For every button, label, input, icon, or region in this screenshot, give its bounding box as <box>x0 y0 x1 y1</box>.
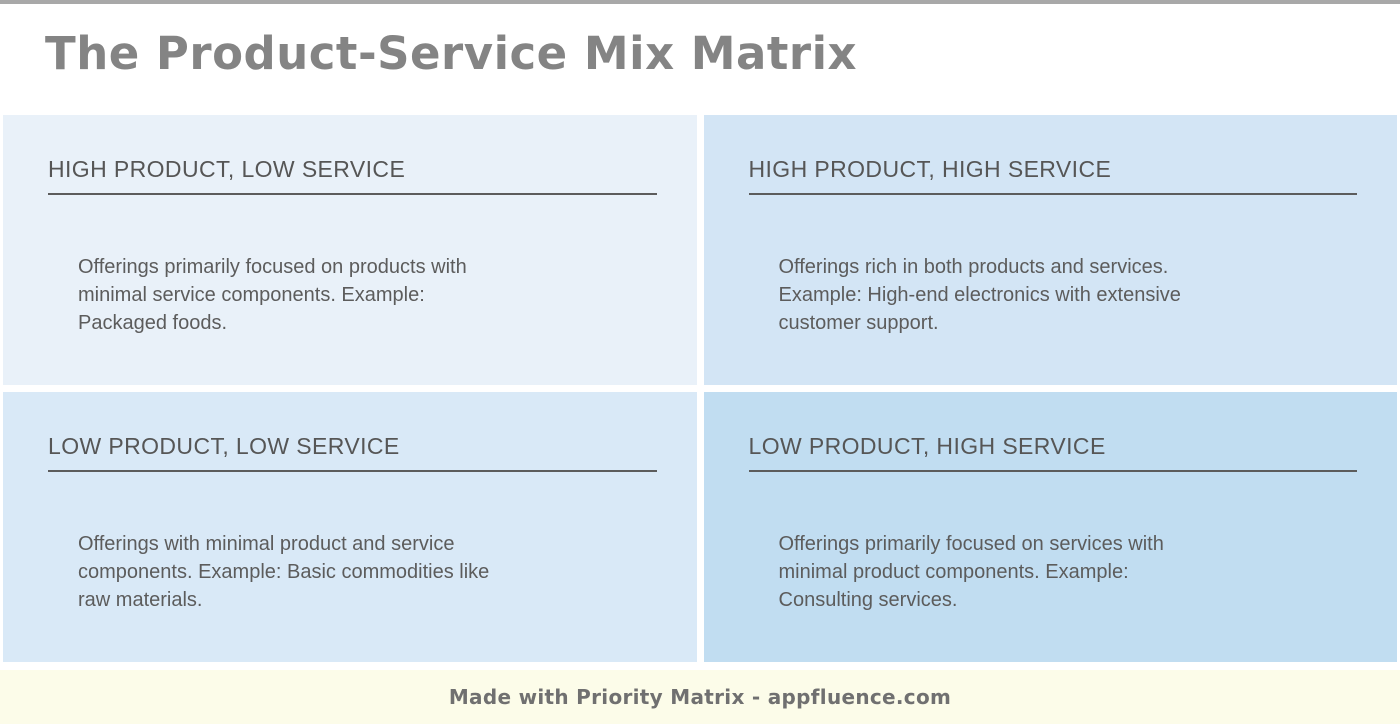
quadrant-title-divider <box>48 193 657 195</box>
header: The Product-Service Mix Matrix <box>0 4 1400 115</box>
footer-gap-strip <box>0 662 1400 670</box>
quadrant-description: Offerings with minimal product and servi… <box>78 533 490 611</box>
footer: Made with Priority Matrix - appfluence.c… <box>0 670 1400 724</box>
quadrant-low-product-low-service: LOW PRODUCT, LOW SERVICE Offerings with … <box>3 392 697 662</box>
quadrant-title-divider <box>748 470 1357 472</box>
quadrant-description: Offerings primarily focused on services … <box>778 533 1164 611</box>
window-top-border <box>0 0 1400 4</box>
quadrant-description: Offerings rich in both products and serv… <box>778 256 1181 334</box>
quadrant-title-divider <box>748 193 1357 195</box>
quadrant-description: Offerings primarily focused on products … <box>78 256 467 334</box>
quadrant-title: LOW PRODUCT, HIGH SERVICE <box>748 433 1106 459</box>
quadrant-high-product-low-service: HIGH PRODUCT, LOW SERVICE Offerings prim… <box>3 115 697 385</box>
footer-attribution-text: Made with Priority Matrix - appfluence.c… <box>448 685 952 709</box>
product-service-matrix: HIGH PRODUCT, LOW SERVICE Offerings prim… <box>3 115 1397 662</box>
quadrant-title: HIGH PRODUCT, HIGH SERVICE <box>748 156 1112 182</box>
quadrant-title: LOW PRODUCT, LOW SERVICE <box>48 433 400 459</box>
quadrant-title: HIGH PRODUCT, LOW SERVICE <box>48 156 406 182</box>
quadrant-low-product-high-service: LOW PRODUCT, HIGH SERVICE Offerings prim… <box>703 392 1397 662</box>
page-title: The Product-Service Mix Matrix <box>45 27 858 80</box>
quadrant-title-divider <box>48 470 657 472</box>
quadrant-high-product-high-service: HIGH PRODUCT, HIGH SERVICE Offerings ric… <box>703 115 1397 385</box>
